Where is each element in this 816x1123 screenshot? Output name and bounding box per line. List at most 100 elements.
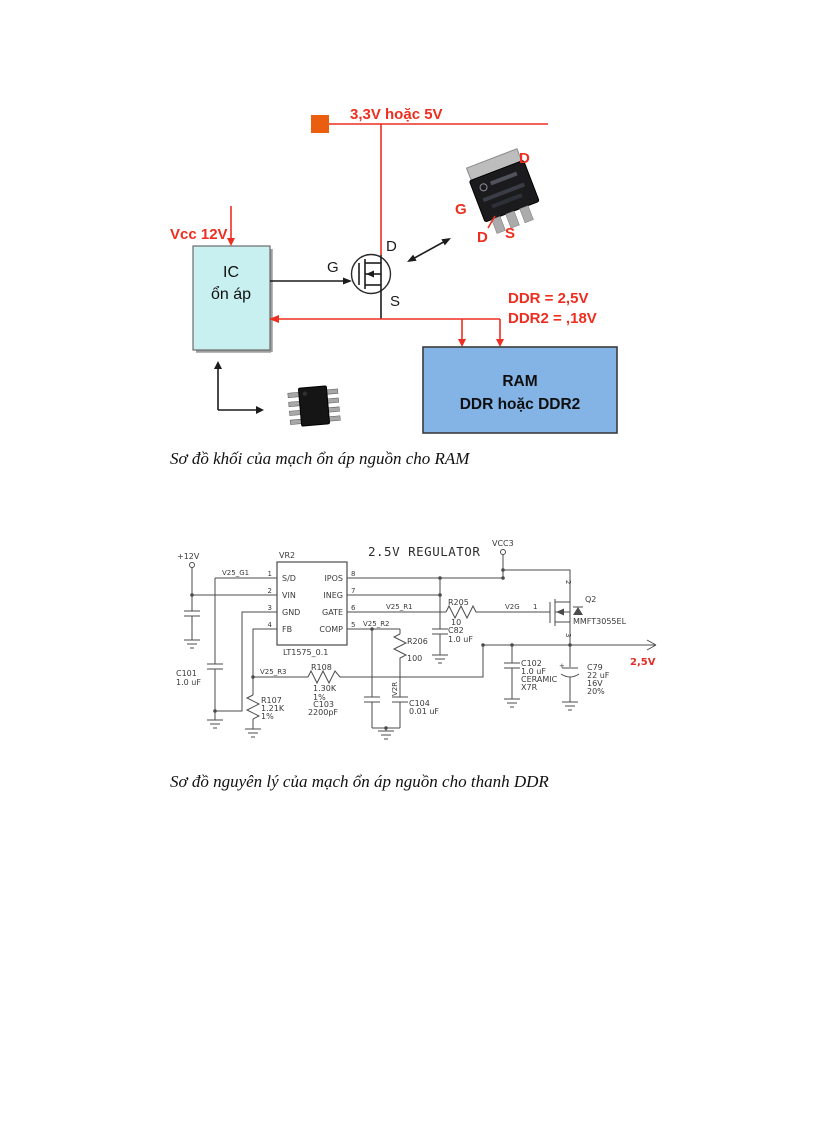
c82-value: 1.0 uF	[448, 635, 473, 644]
figure2-caption: Sơ đồ nguyên lý của mạch ổn áp nguồn cho…	[170, 772, 549, 791]
pin-num-4: 4	[268, 621, 273, 629]
r107-value: 1.21K	[261, 704, 285, 713]
ground-symbol	[206, 719, 224, 729]
c102-refdes: C102	[521, 659, 542, 668]
c79-refdes: C79	[587, 663, 603, 672]
vcc-label: Vcc 12V	[170, 226, 228, 243]
net-v25r2: V25_R2	[363, 620, 390, 628]
q2-drain-wire	[503, 569, 571, 602]
chip-lead	[289, 418, 302, 425]
ground-symbol	[183, 639, 201, 649]
c79-plus-sign: +	[559, 662, 565, 670]
r108-tolerance: 1%	[313, 693, 326, 702]
r108-wire-right	[342, 645, 484, 678]
rail-node-square	[311, 115, 329, 133]
r205-value: 10	[451, 618, 461, 627]
r206-value: 100	[407, 654, 422, 663]
ram-box: RAM DDR hoặc DDR2	[422, 346, 618, 434]
gate-arrowhead-icon	[343, 277, 352, 285]
ddr2-voltage-label: DDR2 = ,18V	[508, 310, 597, 327]
pin-num-6: 6	[351, 604, 356, 612]
vout-arrowhead-a	[646, 639, 657, 646]
pin-num-2: 2	[268, 587, 272, 595]
r205-refdes: R205	[448, 598, 469, 607]
q2-source-pin-num: 3	[564, 633, 572, 637]
ram-box-line1: RAM	[502, 373, 537, 390]
r108-value: 1.30K	[313, 684, 337, 693]
v12-label: +12V	[177, 552, 200, 561]
q2-body-diode-icon	[573, 607, 583, 615]
package-marking-2	[482, 182, 525, 203]
ddr-voltage-label: DDR = 2,5V	[508, 290, 588, 307]
ram-box-body	[422, 346, 618, 434]
c104-cap	[392, 696, 408, 728]
c102-dielectric: CERAMIC	[521, 675, 558, 684]
pin-num-1: 1	[268, 570, 272, 578]
vcc-arrowhead-icon	[227, 238, 235, 246]
ground-symbol	[377, 730, 395, 740]
chip-pointer-up-arrowhead-icon	[214, 361, 222, 369]
package-pin-pointer	[487, 215, 496, 229]
ic-box-body	[192, 245, 271, 351]
r206-refdes: R206	[407, 637, 428, 646]
mosfet-symbol	[350, 253, 392, 319]
net-v2r: V2R	[391, 682, 399, 696]
package-marking-1	[489, 171, 518, 186]
q2-partnumber: MMFT3055EL	[573, 617, 627, 626]
chip-pointer-right-arrowhead-icon	[256, 406, 264, 414]
pin-num-3: 3	[268, 604, 272, 612]
chip-lead	[326, 388, 339, 395]
package-s-label: S	[505, 225, 515, 242]
c79-tolerance: 20%	[587, 687, 605, 696]
package-lead-3	[519, 205, 534, 224]
ram-box-line2: DDR hoặc DDR2	[460, 396, 581, 413]
mosfet-circle	[350, 253, 392, 295]
net-v25r1: V25_R1	[386, 603, 413, 611]
r107-refdes: R107	[261, 696, 282, 705]
ic-box-line1: IC	[223, 264, 239, 281]
figure1-caption: Sơ đồ khối của mạch ổn áp nguồn cho RAM	[170, 449, 470, 468]
schematic-diagram: 2.5V REGULATOR +12V VR2 LT1575_0.1 S/D V…	[176, 539, 657, 740]
package-logo-icon	[479, 183, 488, 192]
chip-lead	[327, 397, 340, 404]
c102-grade: X7R	[521, 683, 538, 692]
ic-box-line2: ổn áp	[211, 285, 251, 303]
c101-cap	[207, 663, 223, 711]
transistor-package-photo	[465, 148, 540, 234]
vout-arrowhead-b	[646, 644, 657, 651]
pointer-arrowhead-top-icon	[441, 238, 451, 246]
package-lead-1	[491, 216, 506, 234]
pin-num-7: 7	[351, 587, 355, 595]
chip-body	[298, 385, 330, 427]
r108-resistor	[307, 669, 342, 685]
ground-symbol	[431, 654, 449, 664]
ic-regulator-box: IC ổn áp	[192, 245, 273, 353]
vcc3-terminal	[500, 549, 506, 555]
c101-refdes: C101	[176, 669, 197, 678]
pin-name-comp: COMP	[319, 625, 343, 634]
pin-num-8: 8	[351, 570, 355, 578]
c103-cap	[364, 696, 380, 728]
q2-drain-pin-num: 2	[564, 580, 572, 584]
r108-refdes: R108	[311, 663, 332, 672]
c82-refdes: C82	[448, 626, 464, 635]
gnd-pin-wire	[215, 611, 277, 712]
c102-cap	[504, 662, 520, 699]
chip-lead	[287, 392, 300, 398]
c79-voltage-rating: 16V	[587, 679, 603, 688]
net-v2g: V2G	[505, 603, 520, 611]
vout-label: 2,5V	[630, 657, 656, 668]
pointer-arrowhead-bottom-icon	[407, 254, 417, 262]
package-g-label: G	[455, 201, 467, 218]
fb-wire	[252, 628, 277, 677]
c104-refdes: C104	[409, 699, 430, 708]
c79-value: 22 uF	[587, 671, 610, 680]
pin-name-ineg: INEG	[323, 591, 343, 600]
package-d-top-label: D	[519, 150, 530, 167]
r206-resistor	[392, 633, 408, 660]
pin-name-ipos: IPOS	[324, 574, 343, 583]
ground-symbol	[503, 698, 521, 708]
pin-num-5: 5	[351, 621, 355, 629]
net-v25r3: V25_R3	[260, 668, 287, 676]
